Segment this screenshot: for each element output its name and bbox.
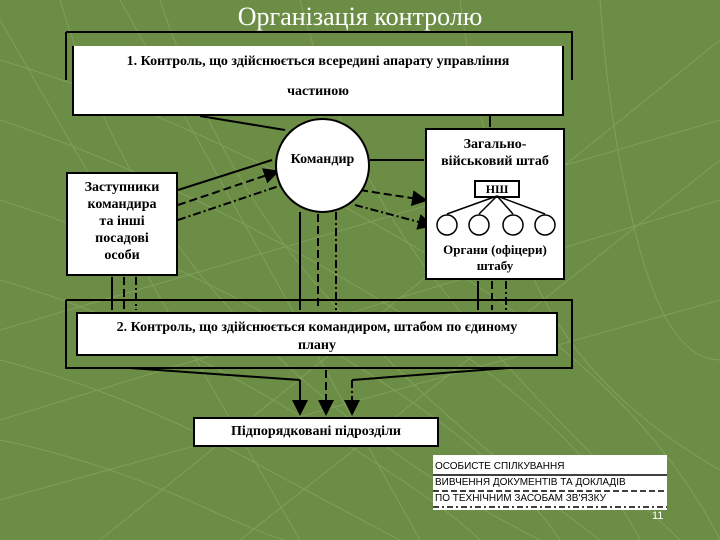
box1-line2: частиною — [287, 84, 349, 99]
box1-line1: 1. Контроль, що здійснюється всередині а… — [126, 54, 510, 69]
deputies-line: та інші — [99, 214, 145, 229]
legend-item-label: ОСОБИСТЕ СПІЛКУВАННЯ — [435, 461, 565, 472]
staff-officer-circle — [534, 214, 556, 236]
staff-organs-diagram — [436, 195, 556, 236]
staff-organs-line1: Органи (офіцери) — [443, 242, 547, 257]
page-title: Організація контролю — [237, 2, 483, 31]
staff-officer-circle — [436, 214, 458, 236]
staff-officer-circle — [468, 214, 490, 236]
staff-title: Загально- військовий штаб — [427, 136, 563, 170]
staff-title-line1: Загально- — [463, 137, 527, 152]
box2-line1: 2. Контроль, що здійснюється командиром,… — [116, 320, 518, 335]
staff-organs-line2: штабу — [476, 258, 514, 273]
staff-officer-circle — [502, 214, 524, 236]
legend-item: ОСОБИСТЕ СПІЛКУВАННЯ — [433, 461, 667, 475]
legend: ОСОБИСТЕ СПІЛКУВАННЯ ВИВЧЕННЯ ДОКУМЕНТІВ… — [433, 455, 667, 510]
deputies-line: командира — [87, 197, 157, 212]
legend-line-samples — [433, 474, 667, 508]
box2-line2: плану — [298, 338, 336, 353]
deputies-line: особи — [104, 248, 140, 263]
control-inside-apparatus-box: 1. Контроль, що здійснюється всередині а… — [72, 46, 564, 116]
staff-title-line2: військовий штаб — [441, 154, 549, 169]
subordinate-units-box: Підпорядковані підрозділи — [193, 417, 439, 447]
deputies-line: посадові — [95, 231, 149, 246]
deputies-line: Заступники — [84, 180, 160, 195]
page-number: 11 — [652, 510, 664, 522]
legend-item: ПО ТЕХНІЧНИМ ЗАСОБАМ ЗВ'ЯЗКУ — [433, 493, 667, 507]
unified-plan-control-box: 2. Контроль, що здійснюється командиром,… — [76, 312, 558, 356]
deputies-box: Заступники командира та інші посадові ос… — [66, 172, 178, 276]
legend-item: ВИВЧЕННЯ ДОКУМЕНТІВ ТА ДОКЛАДІВ — [433, 477, 667, 491]
general-staff-box: Загально- військовий штаб НШ Органи (офі… — [425, 128, 565, 280]
commander-node: Командир — [275, 118, 370, 213]
legend-item-label: ВИВЧЕННЯ ДОКУМЕНТІВ ТА ДОКЛАДІВ — [435, 477, 626, 488]
staff-organs-label: Органи (офіцери) штабу — [427, 242, 563, 274]
legend-item-label: ПО ТЕХНІЧНИМ ЗАСОБАМ ЗВ'ЯЗКУ — [435, 493, 606, 504]
